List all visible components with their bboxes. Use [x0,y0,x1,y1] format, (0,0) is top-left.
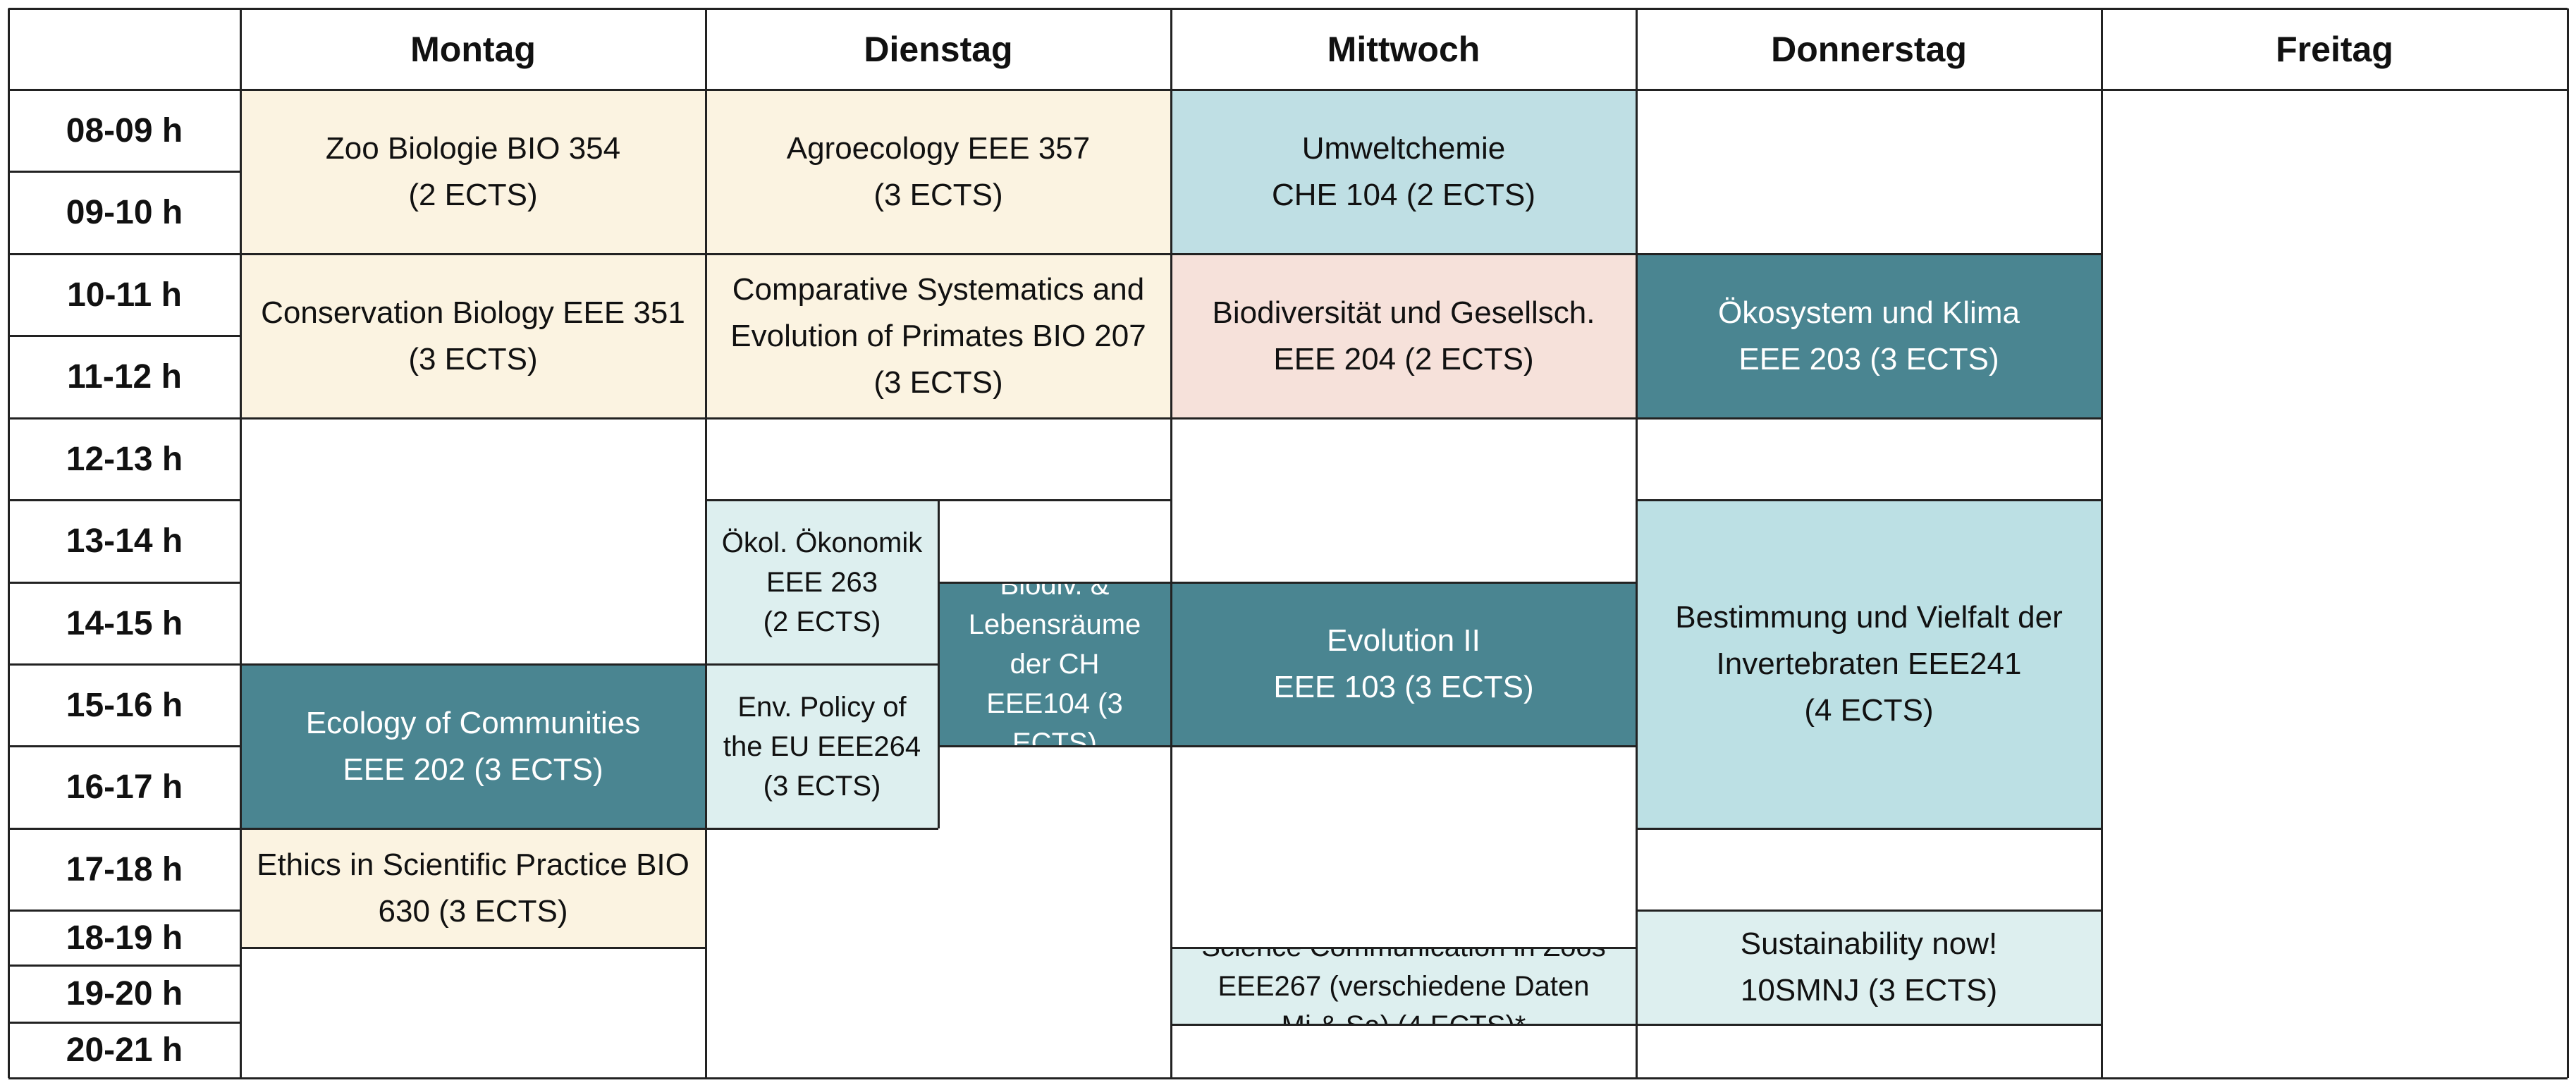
course-block-umweltchemie: Umweltchemie CHE 104 (2 ECTS) [1171,90,1636,254]
time-slot-label: 20-21 h [66,1031,183,1069]
grid-line [1171,946,1636,949]
grid-line [1636,252,2102,255]
day-header-fr: Freitag [2276,29,2393,69]
grid-line [704,500,707,664]
grid-line [8,417,240,420]
grid-line [1171,1024,1636,1027]
grid-line [1636,1024,2102,1027]
grid-line [1636,498,2102,501]
grid-line [8,1021,240,1024]
grid-line [8,909,240,912]
course-block-science-communication-zoos: Science Communication in Zoos EEE267 (ve… [1171,948,1636,1025]
course-block-conservation-biology: Conservation Biology EEE 351 (3 ECTS) [240,254,706,418]
day-header-di: Dienstag [864,29,1013,69]
course-block-env-policy-eu: Env. Policy of the EU EEE264 (3 ECTS) [706,664,938,828]
grid-line [1171,581,1636,584]
grid-line [937,582,940,746]
day-header-do: Donnerstag [1771,29,1967,69]
course-block-evolution-ii: Evolution II EEE 103 (3 ECTS) [1171,582,1636,746]
grid-line [1170,8,1172,1078]
grid-line [240,663,706,666]
course-block-comparative-systematics: Comparative Systematics and Evolution of… [706,254,1171,418]
grid-line [239,8,242,1078]
header-corner [8,8,240,90]
grid-line [938,581,1171,584]
time-slot-label: 14-15 h [66,604,183,642]
grid-line [1171,252,1636,255]
grid-line [8,498,240,501]
grid-line [240,88,706,91]
time-slot-label: 16-17 h [66,768,183,806]
grid-line [1636,909,2102,912]
grid-line [1171,417,1636,420]
course-block-biodiv-lebensraume: Biodiv. & Lebensräume der CH EEE104 (3 E… [938,582,1171,746]
time-slot-label: 19-20 h [66,975,183,1012]
time-slot-label: 10-11 h [67,276,182,314]
grid-line [706,663,938,666]
grid-line [706,827,938,830]
grid-line [8,745,240,747]
grid-line [704,664,707,828]
course-block-agroecology: Agroecology EEE 357 (3 ECTS) [706,90,1171,254]
grid-line [1171,745,1636,747]
grid-line [1636,417,2102,420]
course-block-sustainability-now: Sustainability now! 10SMNJ (3 ECTS) [1636,910,2102,1025]
grid-line [8,7,2568,10]
course-block-ecology-communities: Ecology of Communities EEE 202 (3 ECTS) [240,664,706,828]
grid-line [1171,88,1636,91]
grid-line [8,88,240,91]
grid-line [8,827,240,830]
grid-line [240,946,706,949]
time-slot-label: 09-10 h [66,194,183,231]
grid-line [240,252,706,255]
grid-line [8,1077,240,1079]
time-slot-label: 15-16 h [66,686,183,724]
grid-line [706,88,1171,91]
time-slot-label: 13-14 h [66,522,183,560]
grid-line [1636,827,2102,830]
grid-line [2566,8,2569,1078]
day-header-mi: Mittwoch [1327,29,1480,69]
time-slot-label: 18-19 h [66,919,183,957]
grid-line [706,417,1171,420]
grid-line [8,964,240,967]
time-slot-label: 17-18 h [66,850,183,888]
grid-line [8,170,240,173]
grid-line [240,827,706,830]
grid-line [8,1077,2568,1079]
grid-line [8,252,240,255]
course-block-okol-okonomik: Ökol. Ökonomik EEE 263 (2 ECTS) [706,500,938,664]
course-block-zoo-biologie: Zoo Biologie BIO 354 (2 ECTS) [240,90,706,254]
grid-line [2100,8,2103,1078]
time-slot-label: 12-13 h [66,440,183,478]
course-block-biodiversitat-gesellschaft: Biodiversität und Gesellsch. EEE 204 (2 … [1171,254,1636,418]
grid-line [938,745,1171,747]
grid-line [240,417,706,420]
grid-line [8,663,240,666]
grid-line [706,252,1171,255]
grid-line [706,498,1171,501]
grid-line [1170,582,1172,746]
grid-line [8,581,240,584]
time-slot-label: 11-12 h [67,358,182,396]
course-block-bestimmung-vielfalt: Bestimmung und Vielfalt der Invertebrate… [1636,500,2102,828]
day-header-mo: Montag [410,29,536,69]
course-block-ethics-scientific-practice: Ethics in Scientific Practice BIO 630 (3… [240,828,706,948]
grid-line [7,8,10,1078]
grid-line [8,334,240,337]
time-slot-label: 08-09 h [66,111,183,149]
grid-line [1635,8,1638,1078]
course-block-okosystem-klima: Ökosystem und Klima EEE 203 (3 ECTS) [1636,254,2102,418]
